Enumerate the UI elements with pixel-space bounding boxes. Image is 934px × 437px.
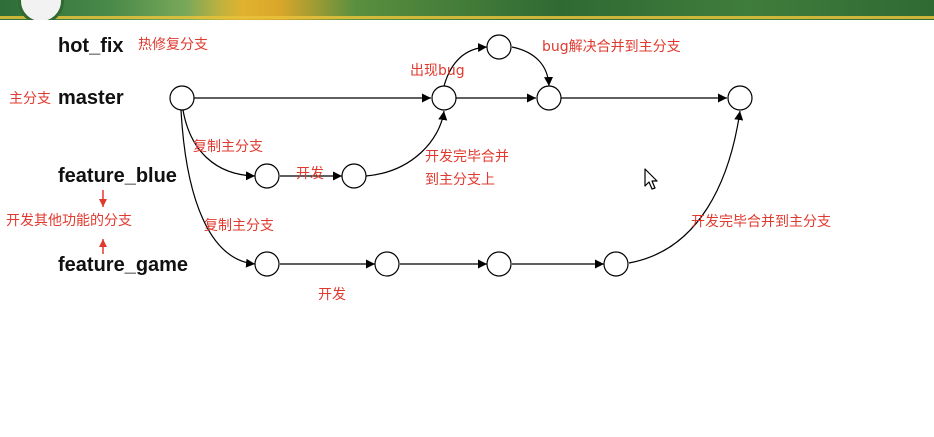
branch-label-feature-game: feature_game <box>58 254 189 276</box>
edge-hotfix-out <box>443 42 488 87</box>
node-hotfix-1 <box>486 34 512 60</box>
branch-label-master: master <box>58 87 124 109</box>
edge-game-copy <box>180 109 256 268</box>
note-hotfix: 热修复分支 <box>138 37 208 53</box>
note-other-features: 开发其他功能的分支 <box>6 213 132 229</box>
node-blue-2 <box>341 163 367 189</box>
node-master-1 <box>169 85 195 111</box>
note-copy-master-1: 复制主分支 <box>193 139 263 155</box>
note-bug-resolved: bug解决合并到主分支 <box>542 39 681 55</box>
node-game-2 <box>374 251 400 277</box>
cursor-icon <box>644 168 658 190</box>
node-game-1 <box>254 251 280 277</box>
note-blue-done-2: 到主分支上 <box>425 172 495 188</box>
banner-background <box>0 0 934 20</box>
edge-game-merge <box>628 110 744 264</box>
node-master-3 <box>536 85 562 111</box>
note-develop-1: 开发 <box>296 166 324 182</box>
note-master: 主分支 <box>9 91 51 107</box>
node-game-3 <box>486 251 512 277</box>
edge-hotfix-merge <box>511 46 554 87</box>
edge-blue-merge <box>365 110 448 177</box>
note-bug-appears: 出现bug <box>410 63 465 79</box>
top-banner <box>0 0 934 20</box>
edge-blue-copy <box>182 109 256 181</box>
note-blue-done-1: 开发完毕合并 <box>425 149 509 165</box>
node-master-2 <box>431 85 457 111</box>
note-copy-master-2: 复制主分支 <box>204 218 274 234</box>
branch-label-hot-fix: hot_fix <box>58 35 124 57</box>
note-develop-2: 开发 <box>318 287 346 303</box>
banner-stripe <box>0 16 934 19</box>
branch-label-feature-blue: feature_blue <box>58 165 177 187</box>
node-game-4 <box>603 251 629 277</box>
node-master-4 <box>727 85 753 111</box>
note-game-done: 开发完毕合并到主分支 <box>691 214 831 230</box>
node-blue-1 <box>254 163 280 189</box>
